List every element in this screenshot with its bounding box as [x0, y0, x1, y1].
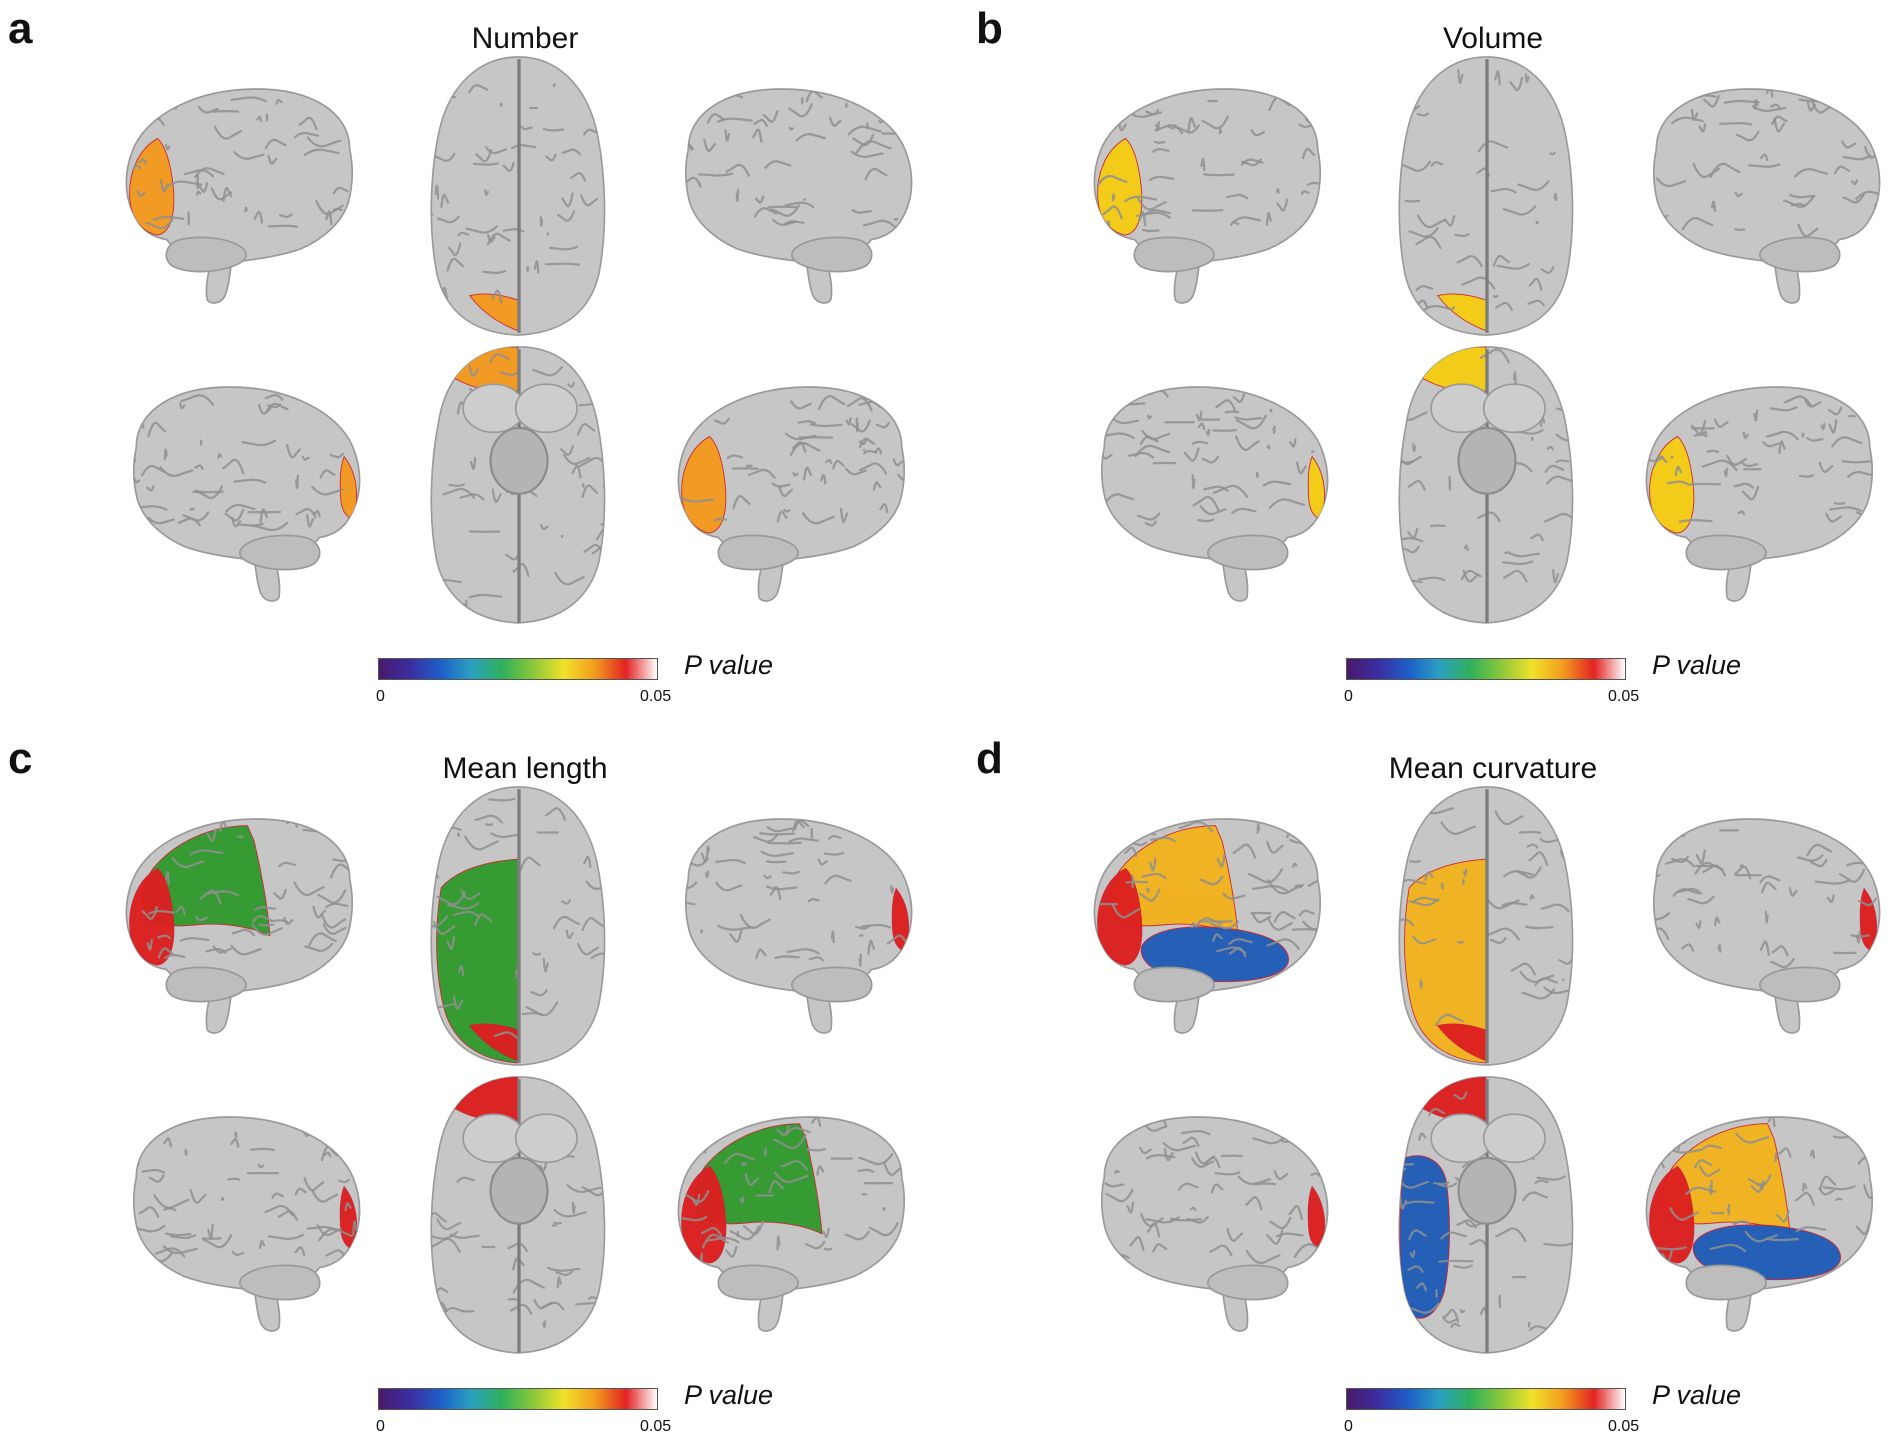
brainstem	[1457, 1156, 1517, 1225]
sulci-texture	[431, 797, 605, 1039]
brain-view-bottom-view	[430, 1076, 606, 1354]
cerebellum	[791, 236, 873, 273]
temporal-pole-right	[514, 1113, 578, 1164]
region-frontal-pole	[1649, 435, 1695, 534]
brain-view-bottom-view	[430, 346, 606, 624]
region-frontal-edge	[891, 887, 909, 951]
sulci-texture	[685, 819, 910, 967]
cerebellum	[1133, 236, 1215, 273]
brain-view-lat-right-bottom	[1645, 1116, 1873, 1332]
brain-view-lat-left-bottom	[133, 1116, 361, 1332]
region-left-hemisphere-front	[436, 858, 519, 1064]
region-frontal-pole	[129, 867, 175, 966]
region-frontal-pole	[129, 137, 175, 236]
brain-view-top-view	[1398, 786, 1574, 1066]
p-value-colorbar	[1346, 658, 1626, 680]
panel-letter: d	[976, 734, 1003, 783]
panel-title: Volume	[1442, 22, 1544, 55]
region-frontal-edge	[1307, 455, 1325, 519]
brain-view-lat-right-bottom	[677, 1116, 905, 1332]
panel-letter: a	[8, 4, 33, 53]
colorbar-max-tick: 0.05	[640, 688, 672, 705]
panel-letter: b	[976, 4, 1003, 53]
brain-view-bottom-view	[1398, 1076, 1574, 1354]
panel-title: Number	[471, 22, 579, 55]
region-left-temporal-ventral	[1399, 1155, 1450, 1319]
cerebellum	[165, 966, 247, 1003]
colorbar-max-tick: 0.05	[1608, 688, 1640, 705]
sulci-texture	[1101, 389, 1315, 527]
brain-view-lat-left-top	[1093, 88, 1321, 304]
brain-view-lat-right-top	[1653, 88, 1881, 304]
colorbar-min-tick: 0	[1344, 688, 1353, 705]
brain-view-top-view	[430, 786, 606, 1066]
brainstem	[489, 1156, 549, 1225]
panel-a: a Number P value 0 0.05	[0, 0, 950, 720]
cerebellum	[165, 236, 247, 273]
colorbar-min-tick: 0	[376, 688, 385, 705]
cortex-surface	[1653, 88, 1881, 304]
cerebellum	[1685, 534, 1767, 571]
colorbar-min-tick: 0	[1344, 1418, 1353, 1435]
p-value-colorbar	[378, 658, 658, 680]
region-frontal-pole	[681, 435, 727, 534]
panel-letter: c	[8, 734, 33, 783]
brain-view-top-view	[1398, 56, 1574, 336]
sulci-texture	[126, 818, 353, 959]
colorbar-label: P value	[1652, 650, 1742, 680]
region-frontal-edge	[339, 455, 357, 519]
sulci-texture	[431, 83, 605, 304]
brain-view-lat-left-top	[1093, 818, 1321, 1034]
colorbar-label: P value	[1652, 1380, 1742, 1410]
temporal-pole-right	[514, 383, 578, 434]
brain-view-lat-right-top	[1653, 818, 1881, 1034]
brainstem	[1457, 426, 1517, 495]
sulci-texture	[133, 1124, 358, 1263]
cerebellum	[1685, 1264, 1767, 1301]
temporal-pole-right	[1482, 383, 1546, 434]
cerebellum	[239, 534, 321, 571]
panel-title: Mean curvature	[1388, 752, 1598, 785]
cortex-surface	[1101, 1116, 1329, 1332]
sulci-texture	[1646, 395, 1873, 527]
brain-view-lat-left-top	[125, 818, 353, 1034]
cerebellum	[1207, 534, 1289, 571]
cerebellum	[791, 966, 873, 1003]
colorbar-label: P value	[684, 1380, 774, 1410]
panel-d: d Mean curvature P value 0 0.05	[968, 730, 1903, 1450]
p-value-colorbar	[378, 1388, 658, 1410]
colorbar-max-tick: 0.05	[640, 1418, 672, 1435]
cerebellum	[717, 534, 799, 571]
sulci-texture	[678, 395, 905, 525]
brain-view-bottom-view	[1398, 346, 1574, 624]
cerebellum	[717, 1264, 799, 1301]
colorbar-max-tick: 0.05	[1608, 1418, 1640, 1435]
brainstem	[489, 426, 549, 495]
cerebellum	[1207, 1264, 1289, 1301]
cortex-surface	[1653, 818, 1881, 1034]
panel-c: c Mean length P value 0 0.05	[0, 730, 950, 1450]
panel-title: Mean length	[442, 752, 608, 785]
brain-view-top-view	[430, 56, 606, 336]
brain-view-lat-left-bottom	[1101, 386, 1329, 602]
cerebellum	[1133, 966, 1215, 1003]
cerebellum	[1759, 966, 1841, 1003]
p-value-colorbar	[1346, 1388, 1626, 1410]
colorbar-label: P value	[684, 650, 774, 680]
brain-view-lat-right-bottom	[677, 386, 905, 602]
colorbar-min-tick: 0	[376, 1418, 385, 1435]
panel-b: b Volume P value 0 0.05	[968, 0, 1903, 720]
brain-view-lat-left-bottom	[133, 386, 361, 602]
brain-view-lat-left-top	[125, 88, 353, 304]
cerebellum	[239, 1264, 321, 1301]
brain-view-lat-right-top	[685, 818, 913, 1034]
region-left-hemisphere-front	[1404, 858, 1487, 1064]
region-frontal-pole	[1649, 1165, 1695, 1264]
cerebellum	[1759, 236, 1841, 273]
temporal-pole-right	[1482, 1113, 1546, 1164]
brain-view-lat-right-top	[685, 88, 913, 304]
brain-view-lat-right-bottom	[1645, 386, 1873, 602]
brain-view-lat-left-bottom	[1101, 1116, 1329, 1332]
